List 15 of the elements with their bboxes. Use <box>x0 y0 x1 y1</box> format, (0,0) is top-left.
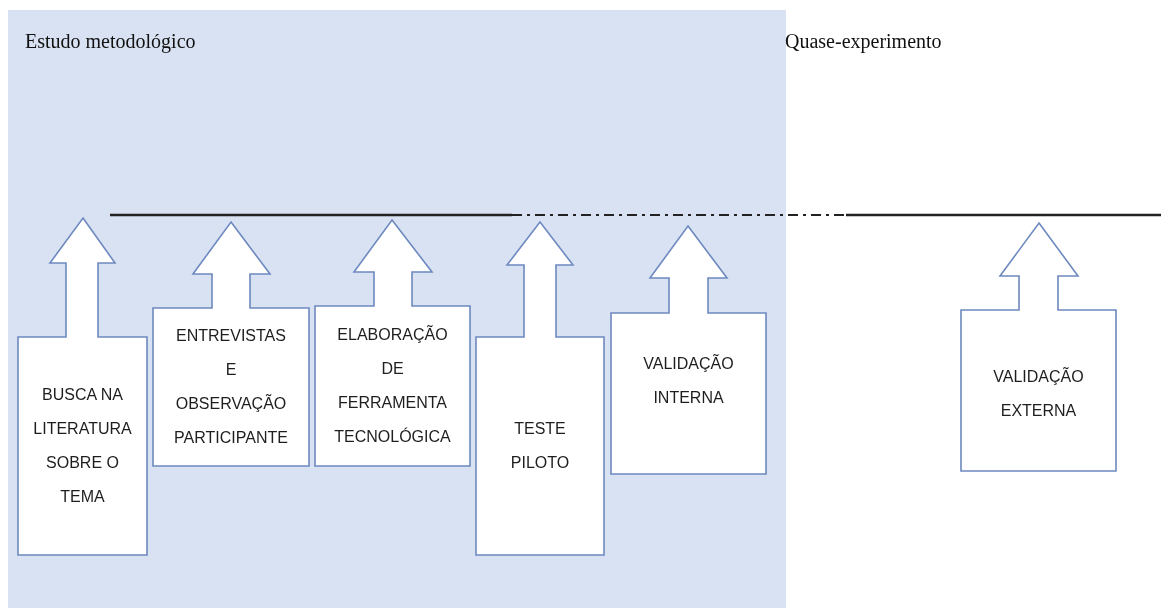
callout-text: VALIDAÇÃO EXTERNA <box>992 366 1085 421</box>
phase-heading: Estudo metodológico <box>25 30 196 53</box>
arrow-callout-box <box>961 223 1116 471</box>
arrow-callout-box <box>611 226 766 474</box>
phase-heading: Quase-experimento <box>785 30 942 53</box>
phase-band <box>8 10 786 608</box>
callout-text: BUSCA NA LITERATURA SOBRE O TEMA <box>32 385 133 507</box>
arrow-callout-box <box>476 222 604 555</box>
callout-text: ELABORAÇÃO DE FERRAMENTA TECNOLÓGICA <box>333 324 452 447</box>
callout-text: VALIDAÇÃO INTERNA <box>642 353 735 408</box>
arrow-callout-box <box>18 218 147 555</box>
callout-text: ENTREVISTAS E OBSERVAÇÃO PARTICIPANTE <box>173 326 289 448</box>
arrow-callout-box <box>153 222 309 466</box>
callout-text: TESTE PILOTO <box>509 419 571 473</box>
arrow-callout-box <box>315 220 470 466</box>
